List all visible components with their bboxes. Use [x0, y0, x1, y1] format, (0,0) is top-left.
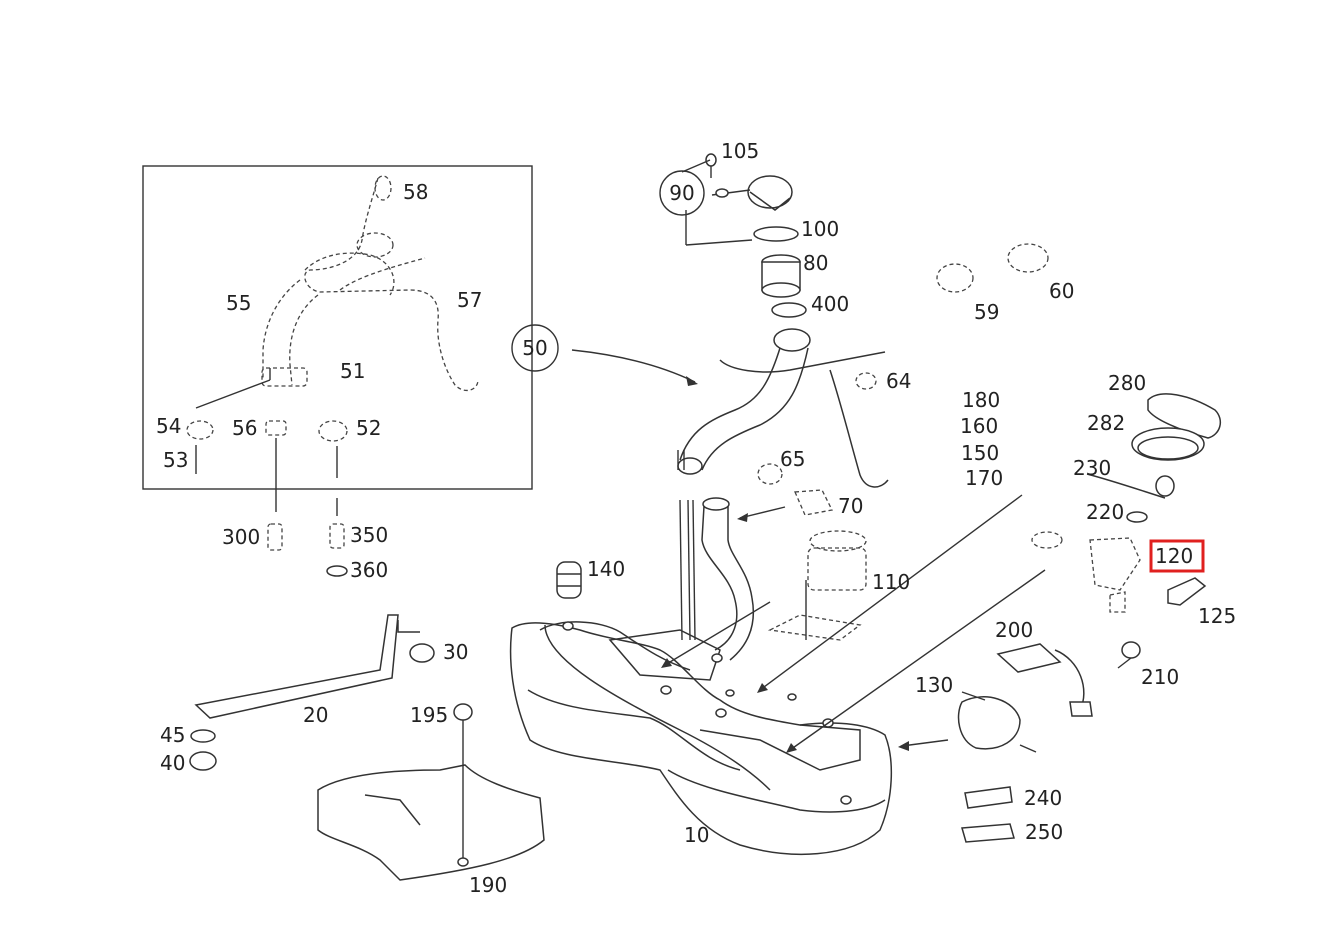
- callout-140[interactable]: 140: [587, 557, 625, 581]
- filler-neck: [677, 328, 889, 488]
- callout-58[interactable]: 58: [403, 180, 428, 204]
- callout-360[interactable]: 360: [350, 558, 388, 582]
- callout-190[interactable]: 190: [469, 873, 507, 897]
- callout-51[interactable]: 51: [340, 359, 365, 383]
- callout-280[interactable]: 280: [1108, 371, 1146, 395]
- right-side-parts: [957, 393, 1222, 843]
- inset-leaders: [267, 438, 348, 577]
- fuel-tank: [509, 621, 893, 856]
- callout-130[interactable]: 130: [915, 673, 953, 697]
- callout-220[interactable]: 220: [1086, 500, 1124, 524]
- callout-180[interactable]: 180: [962, 388, 1000, 412]
- callout-105[interactable]: 105: [721, 139, 759, 163]
- callout-80[interactable]: 80: [803, 251, 828, 275]
- callout-90-label: 90: [669, 181, 694, 205]
- callout-65[interactable]: 65: [780, 447, 805, 471]
- filler-cap-assembly: [681, 153, 807, 318]
- part-140: [556, 561, 582, 599]
- pointer-lines: [661, 494, 1046, 753]
- callout-250[interactable]: 250: [1025, 820, 1063, 844]
- callout-230[interactable]: 230: [1073, 456, 1111, 480]
- callout-54[interactable]: 54: [156, 414, 181, 438]
- callout-20[interactable]: 20: [303, 703, 328, 727]
- callout-125[interactable]: 125: [1198, 604, 1236, 628]
- tank-strap: [189, 614, 435, 771]
- callout-labels: 58 55 57 51 54 56 52 53 300 350 360 105 …: [156, 139, 1236, 897]
- callout-240[interactable]: 240: [1024, 786, 1062, 810]
- callout-52[interactable]: 52: [356, 416, 381, 440]
- callout-40[interactable]: 40: [160, 751, 185, 775]
- callout-350[interactable]: 350: [350, 523, 388, 547]
- callout-160[interactable]: 160: [960, 414, 998, 438]
- callout-100[interactable]: 100: [801, 217, 839, 241]
- callout-400[interactable]: 400: [811, 292, 849, 316]
- callout-110[interactable]: 110: [872, 570, 910, 594]
- callout-200[interactable]: 200: [995, 618, 1033, 642]
- callout-circle-50[interactable]: 50: [511, 324, 559, 372]
- callout-circle-90[interactable]: 90: [659, 170, 705, 216]
- callout-64[interactable]: 64: [886, 369, 911, 393]
- arrow-50: [571, 349, 698, 386]
- highlight-box-120: [1149, 539, 1205, 573]
- callout-45[interactable]: 45: [160, 723, 185, 747]
- heat-shield: [317, 703, 545, 881]
- callout-70[interactable]: 70: [838, 494, 863, 518]
- callout-56[interactable]: 56: [232, 416, 257, 440]
- callout-60[interactable]: 60: [1049, 279, 1074, 303]
- small-parts-upper: [757, 243, 1049, 516]
- callout-150[interactable]: 150: [961, 441, 999, 465]
- callout-120[interactable]: 120: [1155, 544, 1193, 568]
- callout-55[interactable]: 55: [226, 291, 251, 315]
- callout-50-label: 50: [522, 336, 547, 360]
- callout-282[interactable]: 282: [1087, 411, 1125, 435]
- lower-filler-neck: [679, 497, 786, 661]
- callout-195[interactable]: 195: [410, 703, 448, 727]
- fuel-pump-unit: [767, 530, 867, 641]
- callout-210[interactable]: 210: [1141, 665, 1179, 689]
- callout-10[interactable]: 10: [684, 823, 709, 847]
- callout-170[interactable]: 170: [965, 466, 1003, 490]
- callout-59[interactable]: 59: [974, 300, 999, 324]
- callout-57[interactable]: 57: [457, 288, 482, 312]
- callout-30[interactable]: 30: [443, 640, 468, 664]
- callout-53[interactable]: 53: [163, 448, 188, 472]
- inset-detail-box: [142, 165, 533, 490]
- callout-300[interactable]: 300: [222, 525, 260, 549]
